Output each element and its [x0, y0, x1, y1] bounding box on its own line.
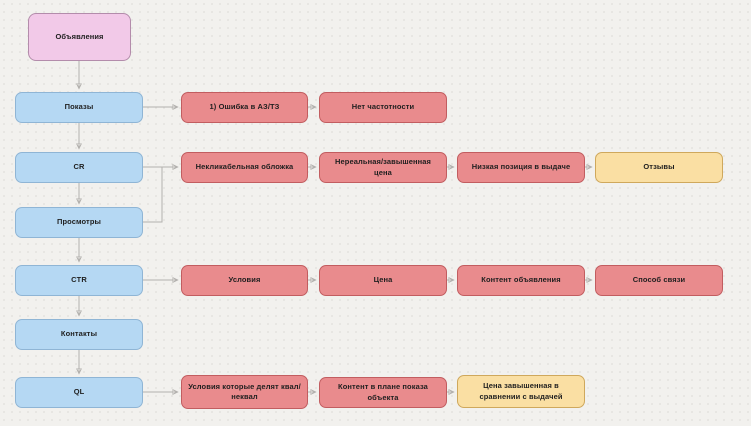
node-r2b[interactable]: Нереальная/завышенная цена: [319, 152, 447, 183]
node-r4d-label: Способ связи: [632, 275, 686, 285]
node-r1b-label: Нет частотности: [351, 102, 415, 112]
node-r6c[interactable]: Цена завышенная в сравнении с выдачей: [457, 375, 585, 408]
node-r4c[interactable]: Контент объявления: [457, 265, 585, 296]
node-pokazy[interactable]: Показы: [15, 92, 143, 123]
node-prosmotry[interactable]: Просмотры: [15, 207, 143, 238]
node-cr-label: CR: [73, 162, 85, 172]
node-kontakty[interactable]: Контакты: [15, 319, 143, 350]
node-r2c-label: Низкая позиция в выдаче: [471, 162, 571, 172]
node-r2d[interactable]: Отзывы: [595, 152, 723, 183]
node-ql-label: QL: [73, 387, 85, 397]
node-r4c-label: Контент объявления: [481, 275, 561, 285]
node-pokazy-label: Показы: [64, 102, 94, 112]
node-r2a[interactable]: Некликабельная обложка: [181, 152, 308, 183]
node-r6c-label: Цена завышенная в сравнении с выдачей: [479, 381, 563, 401]
node-r6b[interactable]: Контент в плане показа объекта: [319, 377, 447, 408]
node-r6a[interactable]: Условия которые делят квал/неквал: [181, 375, 308, 409]
node-r4d[interactable]: Способ связи: [595, 265, 723, 296]
node-r6a-label: Условия которые делят квал/неквал: [188, 381, 301, 401]
node-ads-label: Объявления: [55, 31, 104, 41]
node-r2a-label: Некликабельная обложка: [195, 162, 294, 172]
node-r4b[interactable]: Цена: [319, 265, 447, 296]
node-r1b[interactable]: Нет частотности: [319, 92, 447, 123]
node-r1a-label: 1) Ошибка в АЗ/ТЗ: [209, 102, 280, 112]
edge-prosmotry-r2a: [143, 167, 163, 223]
node-ql[interactable]: QL: [15, 377, 143, 408]
node-r2d-label: Отзывы: [643, 162, 675, 172]
node-cr[interactable]: CR: [15, 152, 143, 183]
node-r1a[interactable]: 1) Ошибка в АЗ/ТЗ: [181, 92, 308, 123]
node-r2c[interactable]: Низкая позиция в выдаче: [457, 152, 585, 183]
node-ads[interactable]: Объявления: [28, 13, 131, 61]
node-r6b-label: Контент в плане показа объекта: [338, 382, 428, 402]
node-r4b-label: Цена: [373, 275, 393, 285]
node-ctr[interactable]: CTR: [15, 265, 143, 296]
node-r2b-label: Нереальная/завышенная цена: [335, 157, 431, 177]
node-kontakty-label: Контакты: [60, 329, 98, 339]
node-prosmotry-label: Просмотры: [56, 217, 102, 227]
node-ctr-label: CTR: [71, 275, 87, 285]
node-r4a[interactable]: Условия: [181, 265, 308, 296]
node-r4a-label: Условия: [228, 275, 261, 285]
